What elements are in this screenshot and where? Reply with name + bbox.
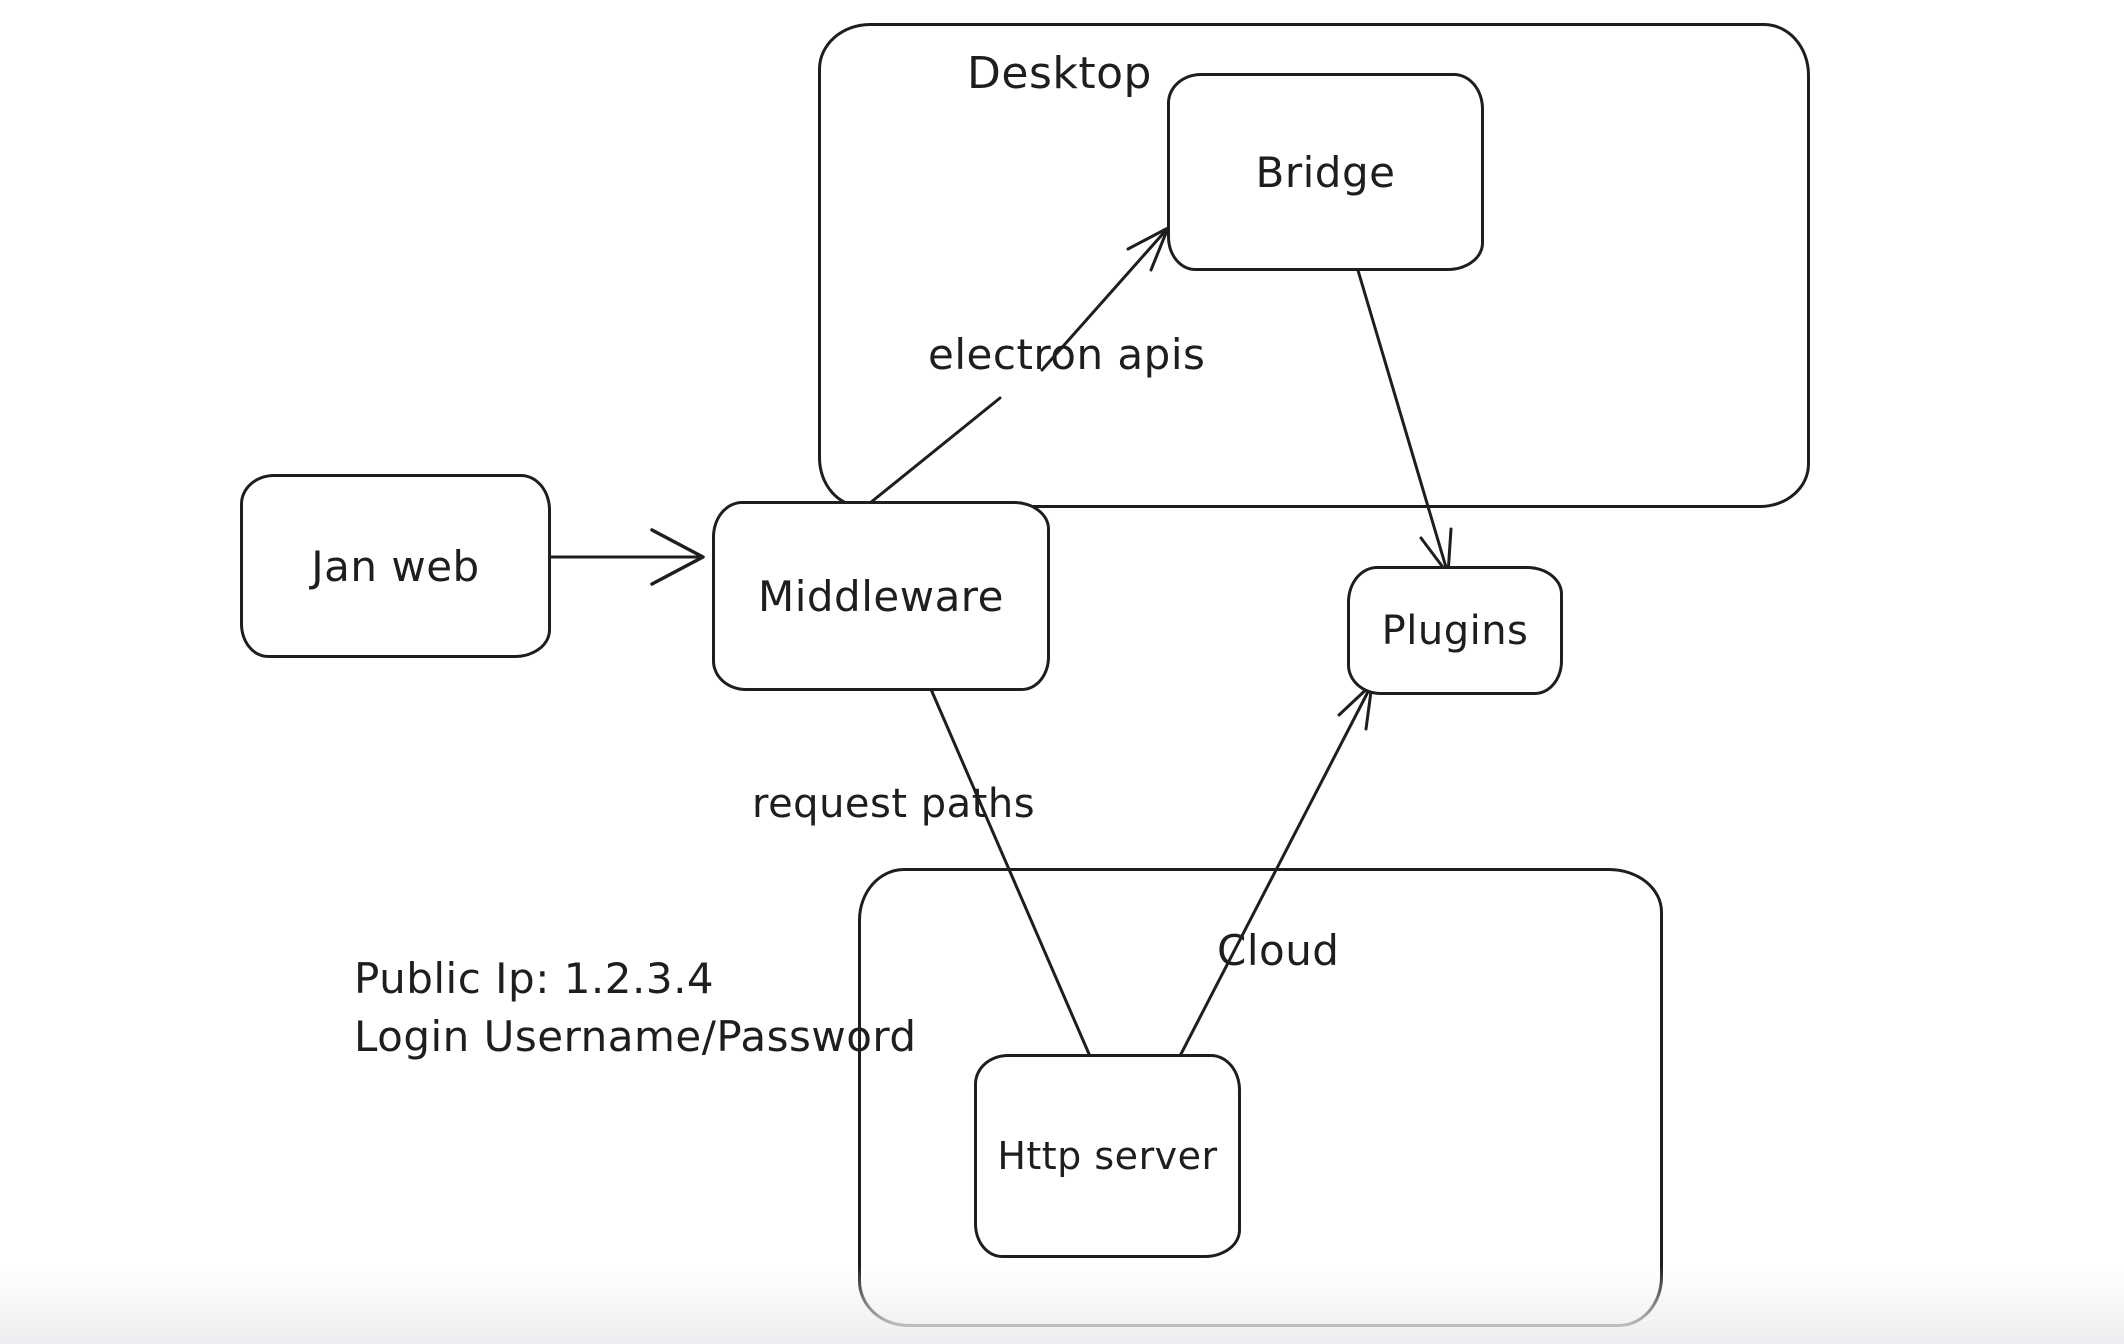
request-paths-edge-label[interactable]: request paths bbox=[752, 781, 1036, 827]
plugins-label: Plugins bbox=[1381, 607, 1529, 654]
note-public-ip[interactable]: Public Ip: 1.2.3.4 bbox=[354, 954, 715, 1003]
middleware-label: Middleware bbox=[757, 571, 1004, 621]
edge-bridge-to-plugins[interactable] bbox=[1355, 265, 1453, 576]
note-login[interactable]: Login Username/Password bbox=[354, 1012, 917, 1061]
desktop-container-label[interactable]: Desktop bbox=[967, 48, 1152, 99]
bridge-node[interactable]: Bridge bbox=[1167, 73, 1484, 271]
desktop-container[interactable] bbox=[818, 23, 1810, 508]
jan-web-node[interactable]: Jan web bbox=[240, 474, 551, 658]
plugins-node[interactable]: Plugins bbox=[1347, 566, 1563, 695]
edge-http-server-to-plugins[interactable] bbox=[1179, 682, 1374, 1056]
jan-web-label: Jan web bbox=[311, 541, 480, 591]
middleware-node[interactable]: Middleware bbox=[712, 501, 1050, 691]
electron-apis-edge-label[interactable]: electron apis bbox=[928, 330, 1206, 379]
edge-middleware-to-http-server[interactable] bbox=[928, 685, 1091, 1056]
edge-jan-web-to-middleware[interactable] bbox=[545, 528, 705, 586]
arrowhead bbox=[650, 528, 705, 586]
http-server-node[interactable]: Http server bbox=[974, 1054, 1241, 1258]
bridge-label: Bridge bbox=[1255, 147, 1396, 197]
cloud-container-label[interactable]: Cloud bbox=[1217, 926, 1340, 975]
http-server-label: Http server bbox=[997, 1134, 1218, 1178]
